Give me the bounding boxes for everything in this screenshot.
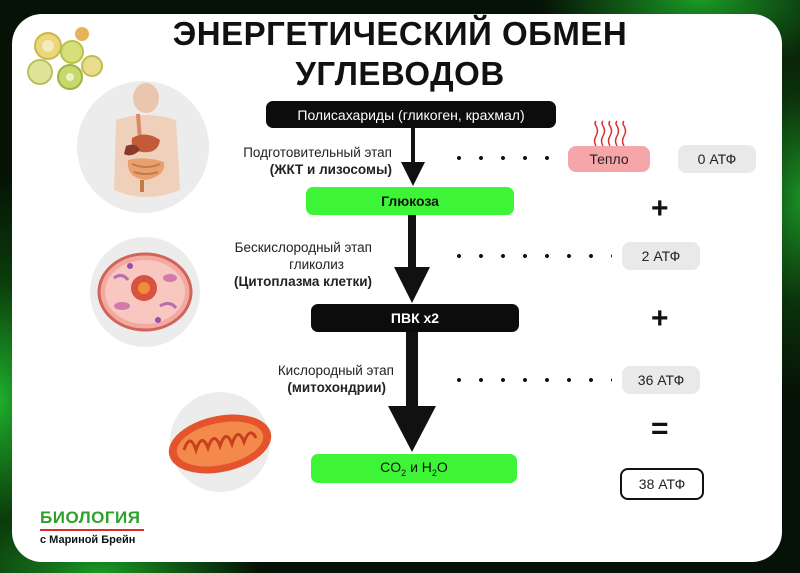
pvk-label: ПВК х2 [390, 310, 440, 326]
atp-oxygen-label: 36 АТФ [637, 372, 685, 388]
atp-prep-label: 0 АТФ [697, 151, 737, 167]
atp-total-output: 38 АТФ [620, 468, 704, 500]
dotted-leader-2 [448, 254, 612, 258]
atp-total-label: 38 АТФ [638, 476, 686, 492]
brand-logo: БИОЛОГИЯ с Мариной Брейн [40, 508, 144, 546]
dotted-leader-3 [448, 378, 612, 382]
equals-sign: = [651, 412, 669, 445]
stage-preparatory: Подготовительный этап (ЖКТ и лизосомы) [192, 144, 392, 178]
polysaccharides-box: Полисахариды (гликоген, крахмал) [266, 101, 556, 128]
final-products-box: CO2 и H2O [311, 454, 517, 483]
stage-oxygen-location: (митохондрии) [287, 380, 386, 395]
human-digestive-system-icon [77, 81, 209, 213]
animal-cell-icon [90, 237, 200, 347]
glucose-label: Глюкоза [381, 193, 439, 209]
stage-oxygen: Кислородный этап (митохондрии) [194, 362, 394, 396]
arrow-oxygen [388, 332, 436, 452]
plus-sign-1: + [651, 192, 669, 225]
pvk-box: ПВК х2 [311, 304, 519, 332]
fruit-slices-icon [27, 27, 103, 90]
title-line-1: ЭНЕРГЕТИЧЕСКИЙ ОБМЕН [172, 15, 628, 52]
atp-oxygen-output: 36 АТФ [622, 366, 700, 394]
stage-anaerobic-title: Бескислородный этап [234, 240, 372, 255]
page-title: ЭНЕРГЕТИЧЕСКИЙ ОБМЕН УГЛЕВОДОВ [140, 14, 660, 94]
final-products-label: CO2 и H2O [380, 459, 448, 478]
stage-preparatory-location: (ЖКТ и лизосомы) [269, 162, 392, 177]
stage-preparatory-title: Подготовительный этап [243, 145, 392, 160]
heat-waves-icon [593, 120, 627, 147]
plus-sign-2: + [651, 302, 669, 335]
stage-oxygen-title: Кислородный этап [277, 363, 394, 378]
atp-anaerobic-output: 2 АТФ [622, 242, 700, 270]
brand-name: БИОЛОГИЯ [40, 508, 141, 527]
arrow-anaerobic [394, 215, 430, 303]
stage-anaerobic: Бескислородный этап гликолиз (Цитоплазма… [172, 239, 372, 290]
polysaccharides-label: Полисахариды (гликоген, крахмал) [297, 106, 525, 123]
brand-underline [40, 529, 144, 531]
atp-prep-output: 0 АТФ [678, 145, 756, 173]
mitochondrion-icon [168, 392, 272, 492]
arrow-prep [401, 128, 425, 186]
brand-author: с Мариной Брейн [40, 534, 136, 546]
glucose-box: Глюкоза [306, 187, 514, 215]
title-line-2: УГЛЕВОДОВ [295, 55, 505, 92]
heat-output: Тепло [568, 146, 650, 172]
dotted-leader-1 [448, 156, 558, 160]
atp-anaerobic-label: 2 АТФ [641, 248, 681, 264]
heat-label: Тепло [589, 151, 629, 167]
stage-anaerobic-location: (Цитоплазма клетки) [234, 274, 372, 289]
stage-anaerobic-subtitle: гликолиз [289, 257, 344, 272]
